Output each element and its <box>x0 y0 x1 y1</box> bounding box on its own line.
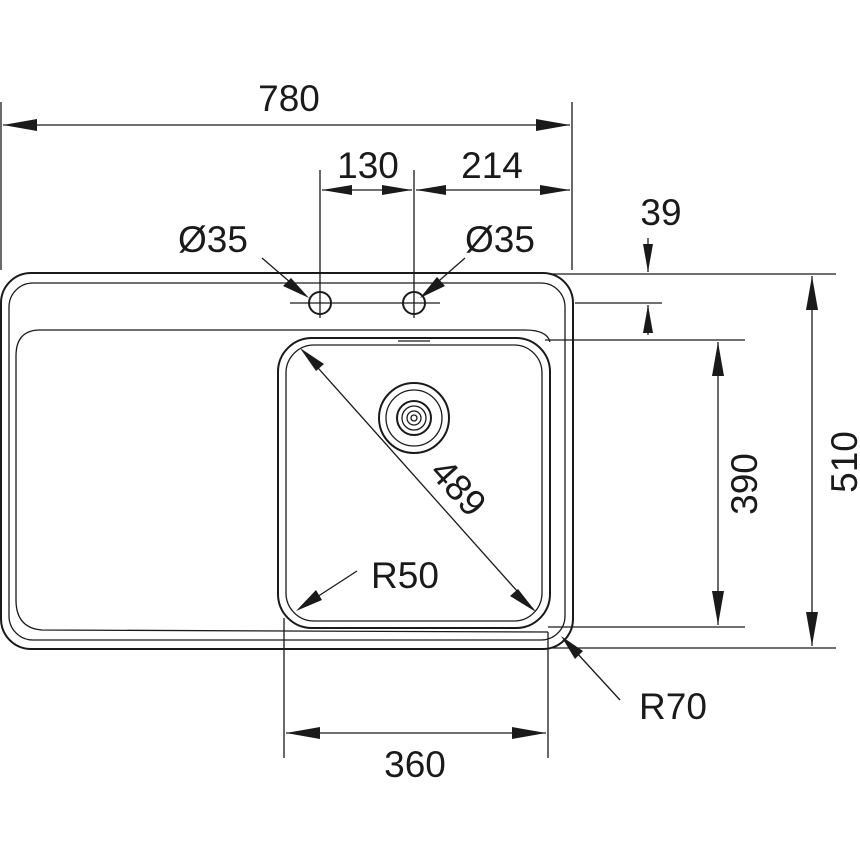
dimension-tap-diameters: Ø35 Ø35 <box>178 219 535 298</box>
total-width-label: 780 <box>258 78 320 119</box>
dimension-outer-corner-radius: R70 <box>561 636 707 727</box>
tap-holes <box>290 288 440 318</box>
dimension-bowl-height: 390 <box>545 339 765 628</box>
outer-corner-radius-label: R70 <box>639 686 707 727</box>
sink-inner-rim <box>8 282 566 641</box>
bowl-width-label: 360 <box>384 744 446 785</box>
tap-hole-diameter-left-label: Ø35 <box>178 219 248 260</box>
dimension-total-width: 780 <box>0 78 573 270</box>
dimension-tap-edge-distance: 39 <box>548 192 836 335</box>
sink-body <box>0 272 574 650</box>
dimension-bowl-width: 360 <box>283 618 549 785</box>
bowl-corner-radius-label: R50 <box>371 555 439 596</box>
dimension-tap-spacing: 130 214 <box>319 145 570 288</box>
total-depth-label: 510 <box>824 431 860 493</box>
drain-strainer <box>378 382 450 454</box>
bowl-diagonal-label: 489 <box>422 451 494 524</box>
tap-spacing-label: 130 <box>337 145 399 186</box>
bowl-outer <box>277 337 551 629</box>
bowl-inner <box>285 344 543 622</box>
dimension-bowl-corner-radius: R50 <box>296 555 439 611</box>
tap-hole-diameter-right-label: Ø35 <box>465 219 535 260</box>
bowl-height-label: 390 <box>724 453 765 515</box>
tap-edge-distance-label: 39 <box>640 192 681 233</box>
tap-offset-label: 214 <box>461 145 523 186</box>
dimension-total-depth: 510 <box>552 276 860 649</box>
sink-outer-rim <box>0 272 574 650</box>
